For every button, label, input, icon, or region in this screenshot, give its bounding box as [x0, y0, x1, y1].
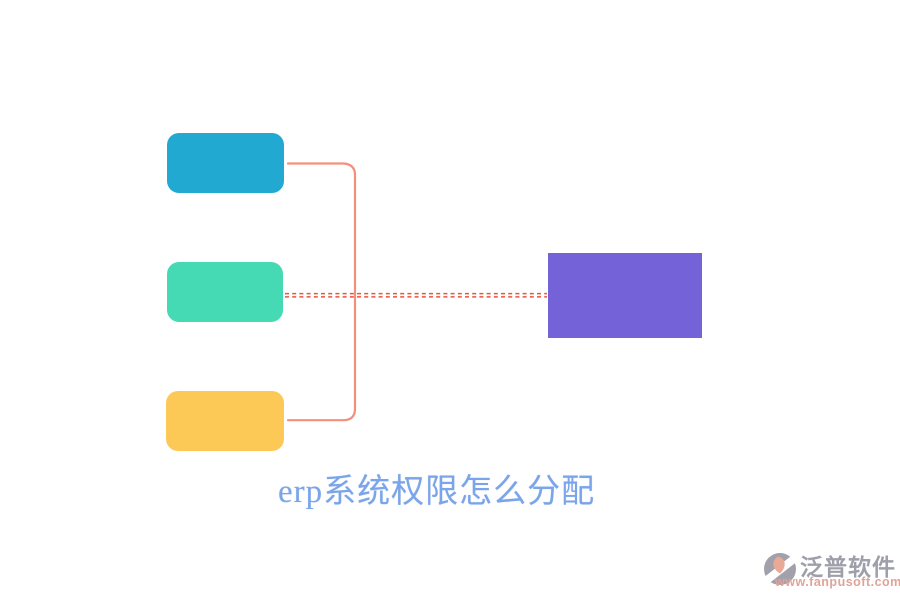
diagram-node-top — [167, 133, 284, 193]
watermark-url-text: www.fanpusoft.com — [775, 575, 900, 589]
diagram-node-bottom — [166, 391, 284, 451]
diagram-node-middle — [167, 262, 283, 322]
watermark: 泛普软件 www.fanpusoft.com — [763, 549, 900, 594]
bracket-connector-line — [286, 162, 357, 422]
fanpu-logo-icon — [763, 552, 799, 586]
diagram-title: erp系统权限怎么分配 — [278, 474, 596, 510]
watermark-brand-text: 泛普软件 — [800, 554, 896, 580]
diagram-node-right — [548, 253, 702, 338]
